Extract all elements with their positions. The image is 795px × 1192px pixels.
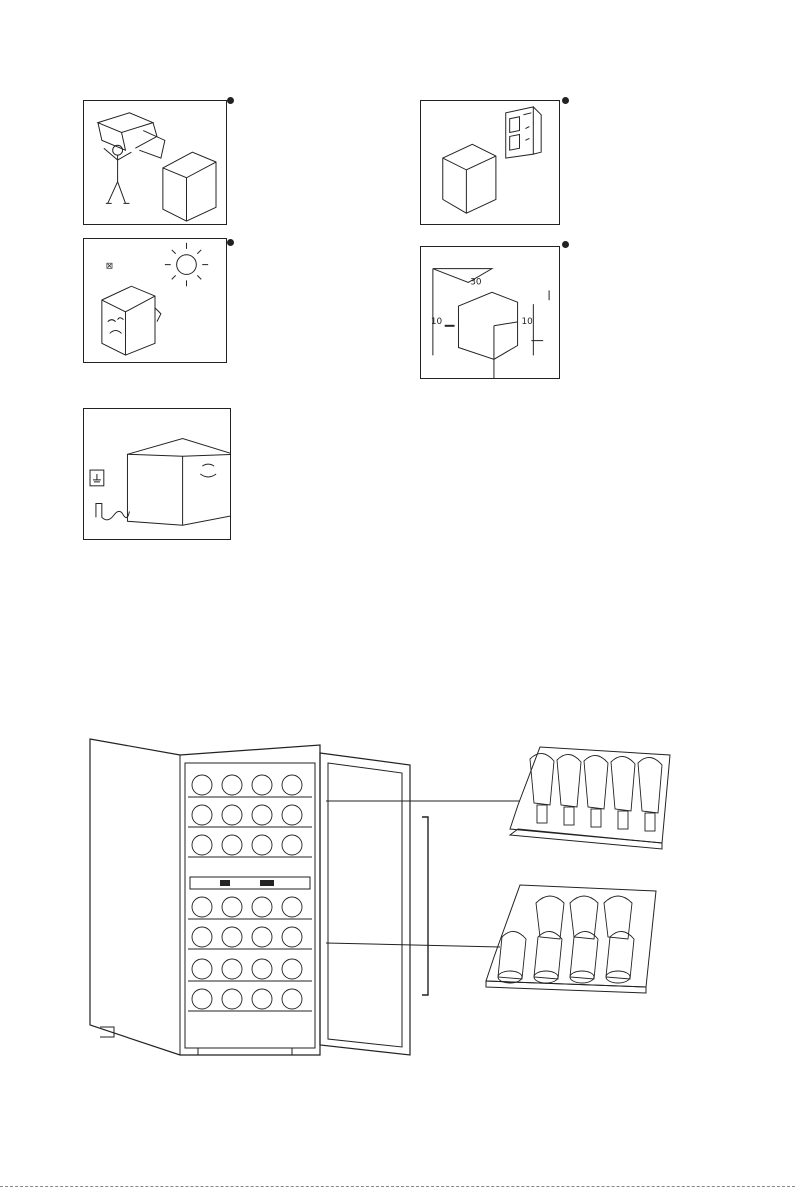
avoid-symbol: ⊠ bbox=[106, 262, 113, 272]
bullet-1 bbox=[227, 97, 234, 104]
cooler-bottle bbox=[282, 835, 302, 855]
window-ventilation-icon bbox=[421, 101, 559, 224]
cooler-bottle bbox=[252, 927, 272, 947]
cooler-bottle bbox=[192, 775, 212, 795]
clearance-left-label: 10 bbox=[431, 317, 443, 327]
rack-bottle bbox=[530, 753, 554, 805]
page-bottom-rule bbox=[0, 1186, 795, 1187]
cooler-bottle bbox=[252, 989, 272, 1009]
rack-bottle bbox=[536, 896, 564, 939]
rack-bottle bbox=[604, 896, 632, 939]
upper-shelf-rack bbox=[510, 747, 670, 849]
clearance-icon: 30 10 10 bbox=[421, 247, 559, 378]
cooler-bottle bbox=[252, 835, 272, 855]
cooler-bottle bbox=[222, 775, 242, 795]
figure-ventilation bbox=[420, 100, 560, 225]
cooler-bottle bbox=[192, 835, 212, 855]
rack-bottle-neck bbox=[537, 805, 547, 823]
wine-cooler-shelves-icon bbox=[80, 725, 690, 1065]
rack-bottle-neck bbox=[564, 807, 574, 825]
figure-grounded-plug bbox=[83, 408, 231, 540]
rack-bottle-neck bbox=[618, 811, 628, 829]
bullet-3 bbox=[227, 239, 234, 246]
cooler-bottle bbox=[192, 989, 212, 1009]
rack-bottle bbox=[498, 931, 526, 979]
cooler-bottle bbox=[192, 959, 212, 979]
cooler-bottle bbox=[282, 805, 302, 825]
cooler-bottle bbox=[222, 835, 242, 855]
bullet-4 bbox=[562, 241, 569, 248]
cooler-bottle bbox=[282, 927, 302, 947]
cooler-bottle bbox=[282, 989, 302, 1009]
figure-clearance: 30 10 10 bbox=[420, 246, 560, 379]
cooler-bottle bbox=[192, 897, 212, 917]
cooler-bottle bbox=[222, 927, 242, 947]
figure-avoid-sunlight: ⊠ bbox=[83, 238, 227, 363]
clearance-right-label: 10 bbox=[522, 317, 534, 327]
cooler-bottle bbox=[222, 959, 242, 979]
rack-bottle bbox=[611, 756, 635, 811]
cooler-bottle bbox=[192, 805, 212, 825]
cooler-bottle bbox=[252, 775, 272, 795]
cooler-bottle bbox=[192, 927, 212, 947]
unpacking-icon bbox=[84, 101, 226, 224]
cooler-bottle bbox=[282, 959, 302, 979]
rack-bottle bbox=[584, 755, 608, 809]
avoid-sunlight-icon: ⊠ bbox=[84, 239, 226, 362]
rack-bottle bbox=[638, 757, 662, 813]
cooler-bottle bbox=[282, 897, 302, 917]
cooler-bottle bbox=[252, 959, 272, 979]
bullet-2 bbox=[562, 97, 569, 104]
grounded-outlet-icon bbox=[84, 409, 230, 539]
cooler-bottle bbox=[222, 805, 242, 825]
cooler-bottle bbox=[252, 805, 272, 825]
cooler-bottle bbox=[282, 775, 302, 795]
cooler-bottle bbox=[252, 897, 272, 917]
rack-bottle bbox=[570, 896, 598, 939]
rack-bottle-neck bbox=[591, 809, 601, 827]
figure-unpacking bbox=[83, 100, 227, 225]
rack-bottle-neck bbox=[645, 813, 655, 831]
cooler-bottle bbox=[222, 897, 242, 917]
clearance-top-label: 30 bbox=[470, 277, 482, 287]
rack-bottle bbox=[557, 754, 581, 807]
cooler-bottle bbox=[222, 989, 242, 1009]
